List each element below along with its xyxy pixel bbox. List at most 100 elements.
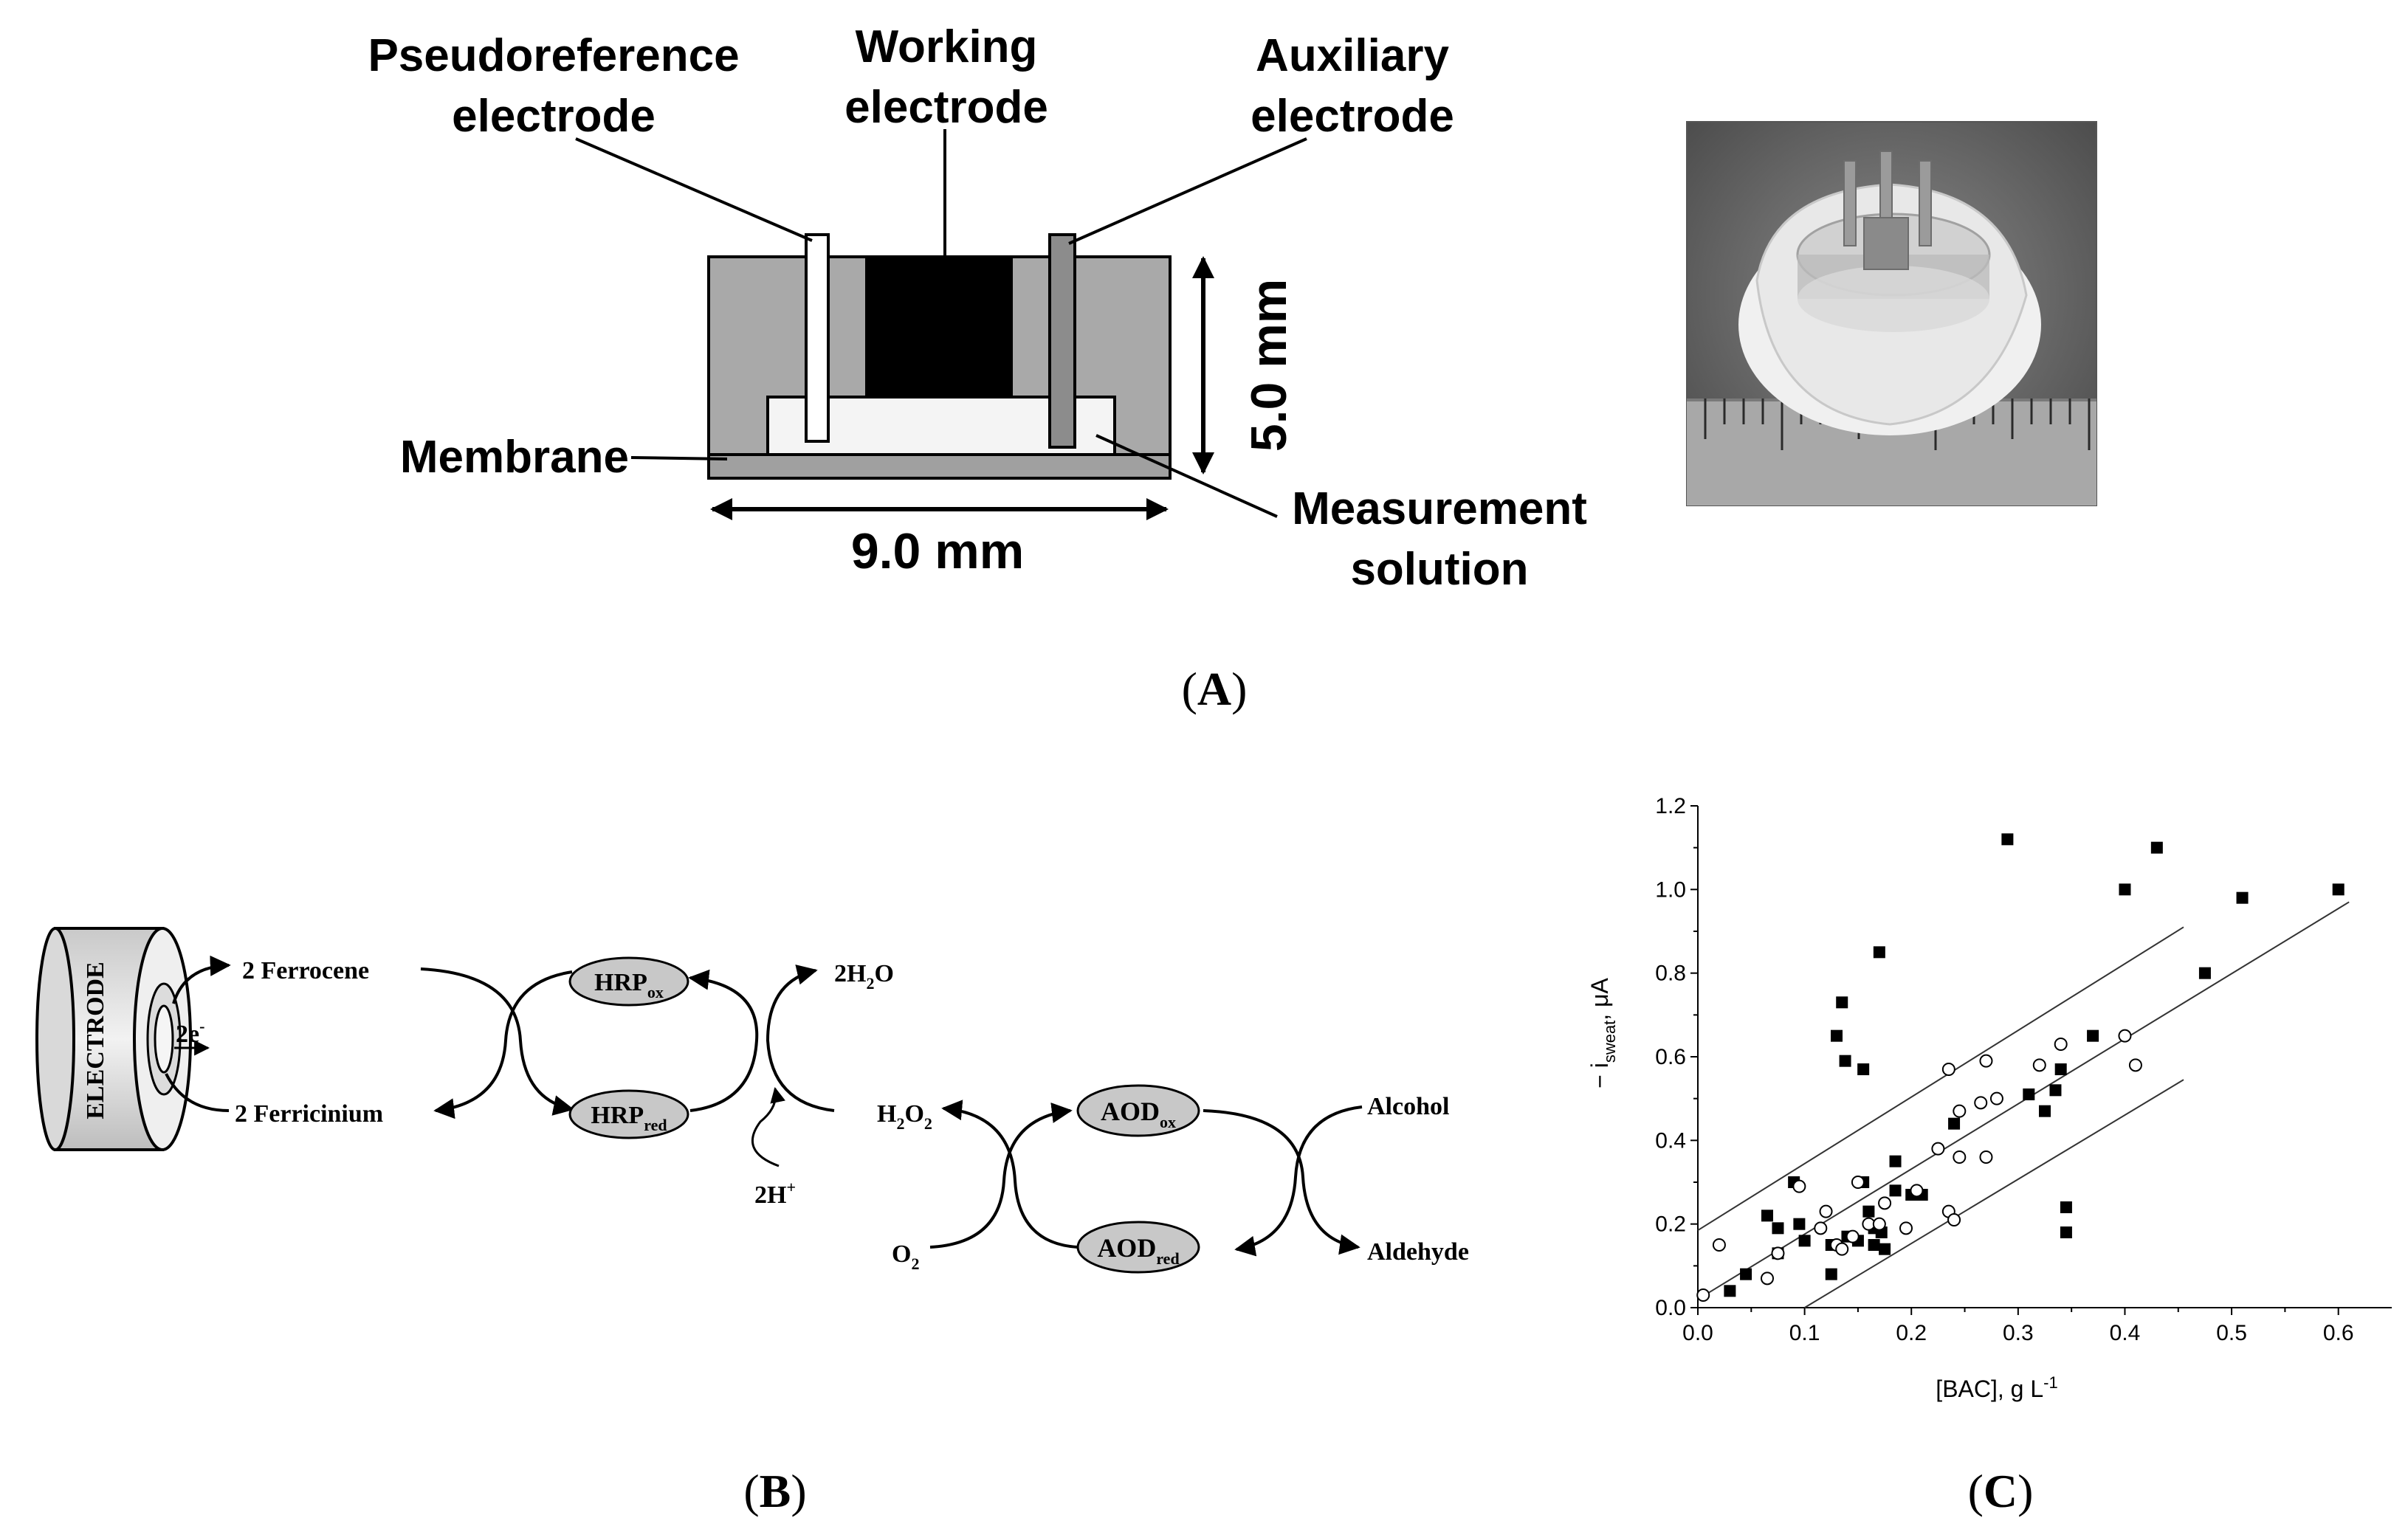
pseudoreference-leader <box>575 137 813 242</box>
data-point-circle <box>1835 1242 1849 1256</box>
panel-a-label: (A) <box>1182 663 1248 715</box>
pseudoreference-label-line2: electrode <box>452 91 656 142</box>
x-axis-title: [BAC], g L-1 <box>1936 1373 2057 1402</box>
protons-label: 2H+ <box>754 1178 796 1209</box>
alcohol-label: Alcohol <box>1367 1093 1449 1120</box>
data-point-circle <box>1761 1272 1774 1286</box>
hrp-ox-node: HRPox <box>568 956 689 1007</box>
y-tick-label: 0.2 <box>1655 1212 1686 1237</box>
data-point-circle <box>1792 1179 1806 1193</box>
data-point-circle <box>1872 1217 1886 1231</box>
panel-b-label: (B) <box>743 1465 806 1517</box>
data-point-circle <box>2128 1058 2142 1072</box>
data-point-circle <box>1771 1246 1785 1260</box>
oxygen-label: O2 <box>892 1241 919 1273</box>
arc-ferrocene-to-hrp-red <box>420 967 574 1116</box>
data-point-circle <box>1712 1238 1726 1252</box>
data-point-circle <box>2054 1038 2068 1051</box>
x-tick-label: 0.3 <box>2003 1321 2034 1345</box>
data-point-square <box>1873 946 1885 959</box>
arc-aod-red-to-peroxide <box>941 1100 1079 1249</box>
data-point-square <box>1825 1268 1837 1280</box>
y-tick-label: 1.0 <box>1655 877 1686 902</box>
svg-text:AODred: AODred <box>1097 1233 1179 1268</box>
peroxide-label: H2O2 <box>877 1100 932 1133</box>
auxiliary-leader <box>1068 137 1307 245</box>
data-point-circle <box>1931 1142 1945 1156</box>
svg-text:HRPox: HRPox <box>594 969 664 1001</box>
data-point-circle <box>1878 1196 1892 1210</box>
data-point-square <box>2054 1063 2067 1075</box>
data-point-square <box>2060 1226 2072 1238</box>
measurement-label-line2: solution <box>1350 544 1528 595</box>
arc-peroxide-to-hrp-ox <box>688 969 759 1112</box>
membrane-leader <box>630 456 728 460</box>
panel-c-label: (C) <box>1968 1465 2034 1517</box>
data-point-square <box>1831 1029 1843 1042</box>
water-label: 2H2O <box>834 960 894 993</box>
measurement-leader <box>1095 434 1278 518</box>
arc-electrode-to-ferricinium <box>165 1073 230 1112</box>
x-tick-label: 0.0 <box>1682 1321 1713 1345</box>
svg-text:AODox: AODox <box>1101 1097 1176 1131</box>
data-point-circle <box>1974 1096 1988 1110</box>
x-tick-label: 0.1 <box>1789 1321 1820 1345</box>
data-point-square <box>1948 1117 1961 1130</box>
working-label-line2: electrode <box>844 82 1048 133</box>
data-point-square <box>2023 1088 2035 1100</box>
data-point-square <box>2001 833 2014 846</box>
x-tick-label: 0.2 <box>1896 1321 1927 1345</box>
working-label-line1: Working <box>856 21 1038 72</box>
hrp-red-node: HRPred <box>568 1089 689 1139</box>
height-dimension-label: 5.0 mm <box>1241 279 1297 452</box>
data-point-circle <box>1819 1204 1833 1218</box>
svg-text:HRPred: HRPred <box>591 1102 667 1134</box>
aldehyde-label: Aldehyde <box>1367 1238 1469 1266</box>
data-point-circle <box>1953 1104 1967 1118</box>
data-point-circle <box>2118 1029 2132 1043</box>
x-tick-label: 0.6 <box>2323 1321 2354 1345</box>
y-tick-label: 0.4 <box>1655 1128 1686 1153</box>
data-point-square <box>1862 1205 1875 1218</box>
data-point-square <box>1798 1235 1811 1247</box>
arc-electrode-to-ferrocene <box>172 955 231 1004</box>
data-point-square <box>1879 1243 1891 1255</box>
auxiliary-electrode-rod <box>1048 233 1076 449</box>
ferricinium-label: 2 Ferricinium <box>235 1100 383 1128</box>
fit-line-3 <box>1804 1079 2184 1308</box>
data-point-circle <box>1941 1063 1955 1076</box>
auxiliary-label-line1: Auxiliary <box>1256 30 1449 81</box>
data-point-square <box>1772 1222 1784 1235</box>
y-tick-label: 0.6 <box>1655 1045 1686 1069</box>
arc-hrp-red-to-water <box>766 965 835 1112</box>
arc-aod-ox-to-aldehyde <box>1203 1109 1360 1255</box>
working-electrode-body <box>865 257 1013 397</box>
electrons-label: 2e- <box>176 1017 204 1048</box>
data-point-square <box>2087 1029 2099 1042</box>
y-axis-title: − isweat, μA <box>1586 977 1619 1088</box>
pseudoreference-label-line1: Pseudoreference <box>368 30 739 81</box>
data-point-circle <box>1814 1221 1828 1235</box>
data-point-square <box>1889 1155 1902 1167</box>
data-point-circle <box>1899 1221 1913 1235</box>
data-point-square <box>2119 883 2131 896</box>
y-tick-label: 0.8 <box>1655 962 1686 986</box>
panel-a: Pseudoreference electrode Working electr… <box>368 21 2097 715</box>
data-point-square <box>1839 1055 1851 1067</box>
data-point-circle <box>1979 1150 1993 1164</box>
data-point-square <box>1724 1285 1736 1297</box>
device-photo <box>1686 121 2097 506</box>
pseudoreference-electrode-rod <box>805 233 830 443</box>
membrane-label: Membrane <box>400 432 629 483</box>
data-point-square <box>2039 1105 2051 1117</box>
width-dimension-label: 9.0 mm <box>851 523 1024 579</box>
data-point-square <box>1740 1268 1752 1280</box>
measurement-label-line1: Measurement <box>1292 483 1587 534</box>
x-tick-label: 0.5 <box>2216 1321 2247 1345</box>
data-point-circle <box>1947 1213 1961 1226</box>
data-point-square <box>2049 1084 2062 1097</box>
data-point-square <box>2332 883 2345 896</box>
x-tick-label: 0.4 <box>2110 1321 2141 1345</box>
